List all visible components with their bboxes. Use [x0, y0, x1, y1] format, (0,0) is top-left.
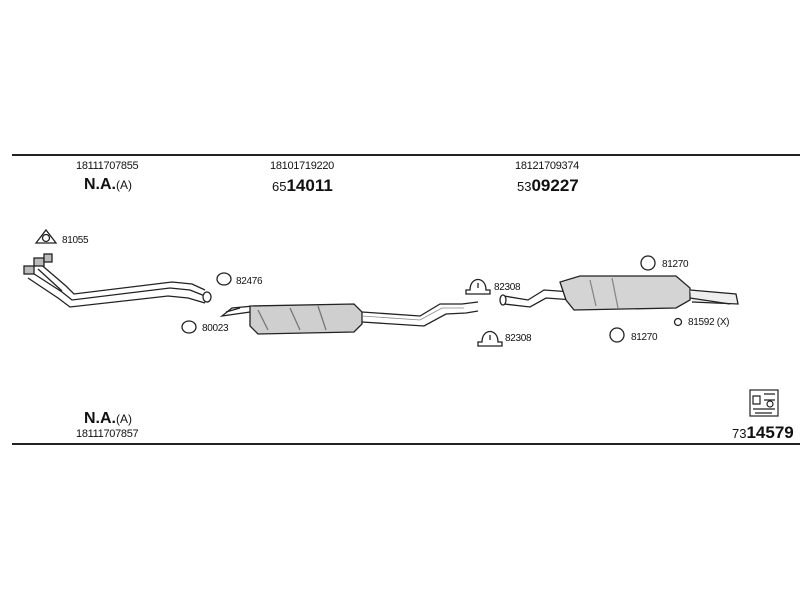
- part-prefix: 53: [517, 179, 532, 194]
- na-suffix: (A): [116, 178, 132, 192]
- part-number-kit: 7314579: [732, 423, 794, 443]
- not-available-front-pipe: N.A.(A): [84, 176, 132, 194]
- part-label-82308-top: 82308: [494, 282, 521, 293]
- not-available-footer: N.A.(A): [84, 410, 132, 428]
- na-label: N.A.: [84, 410, 116, 427]
- rear-silencer: [499, 275, 739, 311]
- part-main: 14579: [746, 423, 794, 442]
- na-label: N.A.: [84, 176, 116, 193]
- part-label-81270-top: 81270: [662, 259, 689, 270]
- gasket-icon: [34, 228, 58, 244]
- part-prefix: 73: [732, 426, 747, 441]
- part-label-81055: 81055: [62, 235, 89, 246]
- part-label-80023: 80023: [202, 323, 229, 334]
- part-main: 09227: [531, 176, 579, 195]
- clamp-icon: [465, 278, 503, 347]
- oem-number-middle-silencer: 18101719220: [270, 160, 334, 172]
- oem-number-footer: 18111707857: [76, 428, 139, 440]
- ring-icon: [181, 255, 683, 343]
- na-suffix: (A): [116, 412, 132, 426]
- middle-silencer: [219, 301, 479, 335]
- part-label-82308-bottom: 82308: [505, 333, 532, 344]
- part-label-81270-bottom: 81270: [631, 332, 658, 343]
- part-label-81592: 81592 (X): [688, 317, 730, 328]
- front-pipe: [23, 253, 212, 308]
- bottom-rule: [12, 443, 800, 445]
- oem-number-front-pipe: 18111707855: [76, 160, 139, 172]
- top-rule: [12, 154, 800, 156]
- part-main: 14011: [286, 176, 333, 195]
- oem-number-rear-silencer: 18121709374: [515, 160, 579, 172]
- part-label-82476: 82476: [236, 276, 263, 287]
- part-prefix: 65: [272, 179, 287, 194]
- catalogue-reference-icon: [749, 389, 779, 417]
- part-number-rear-silencer: 5309227: [517, 176, 579, 196]
- part-number-middle-silencer: 6514011: [272, 176, 333, 196]
